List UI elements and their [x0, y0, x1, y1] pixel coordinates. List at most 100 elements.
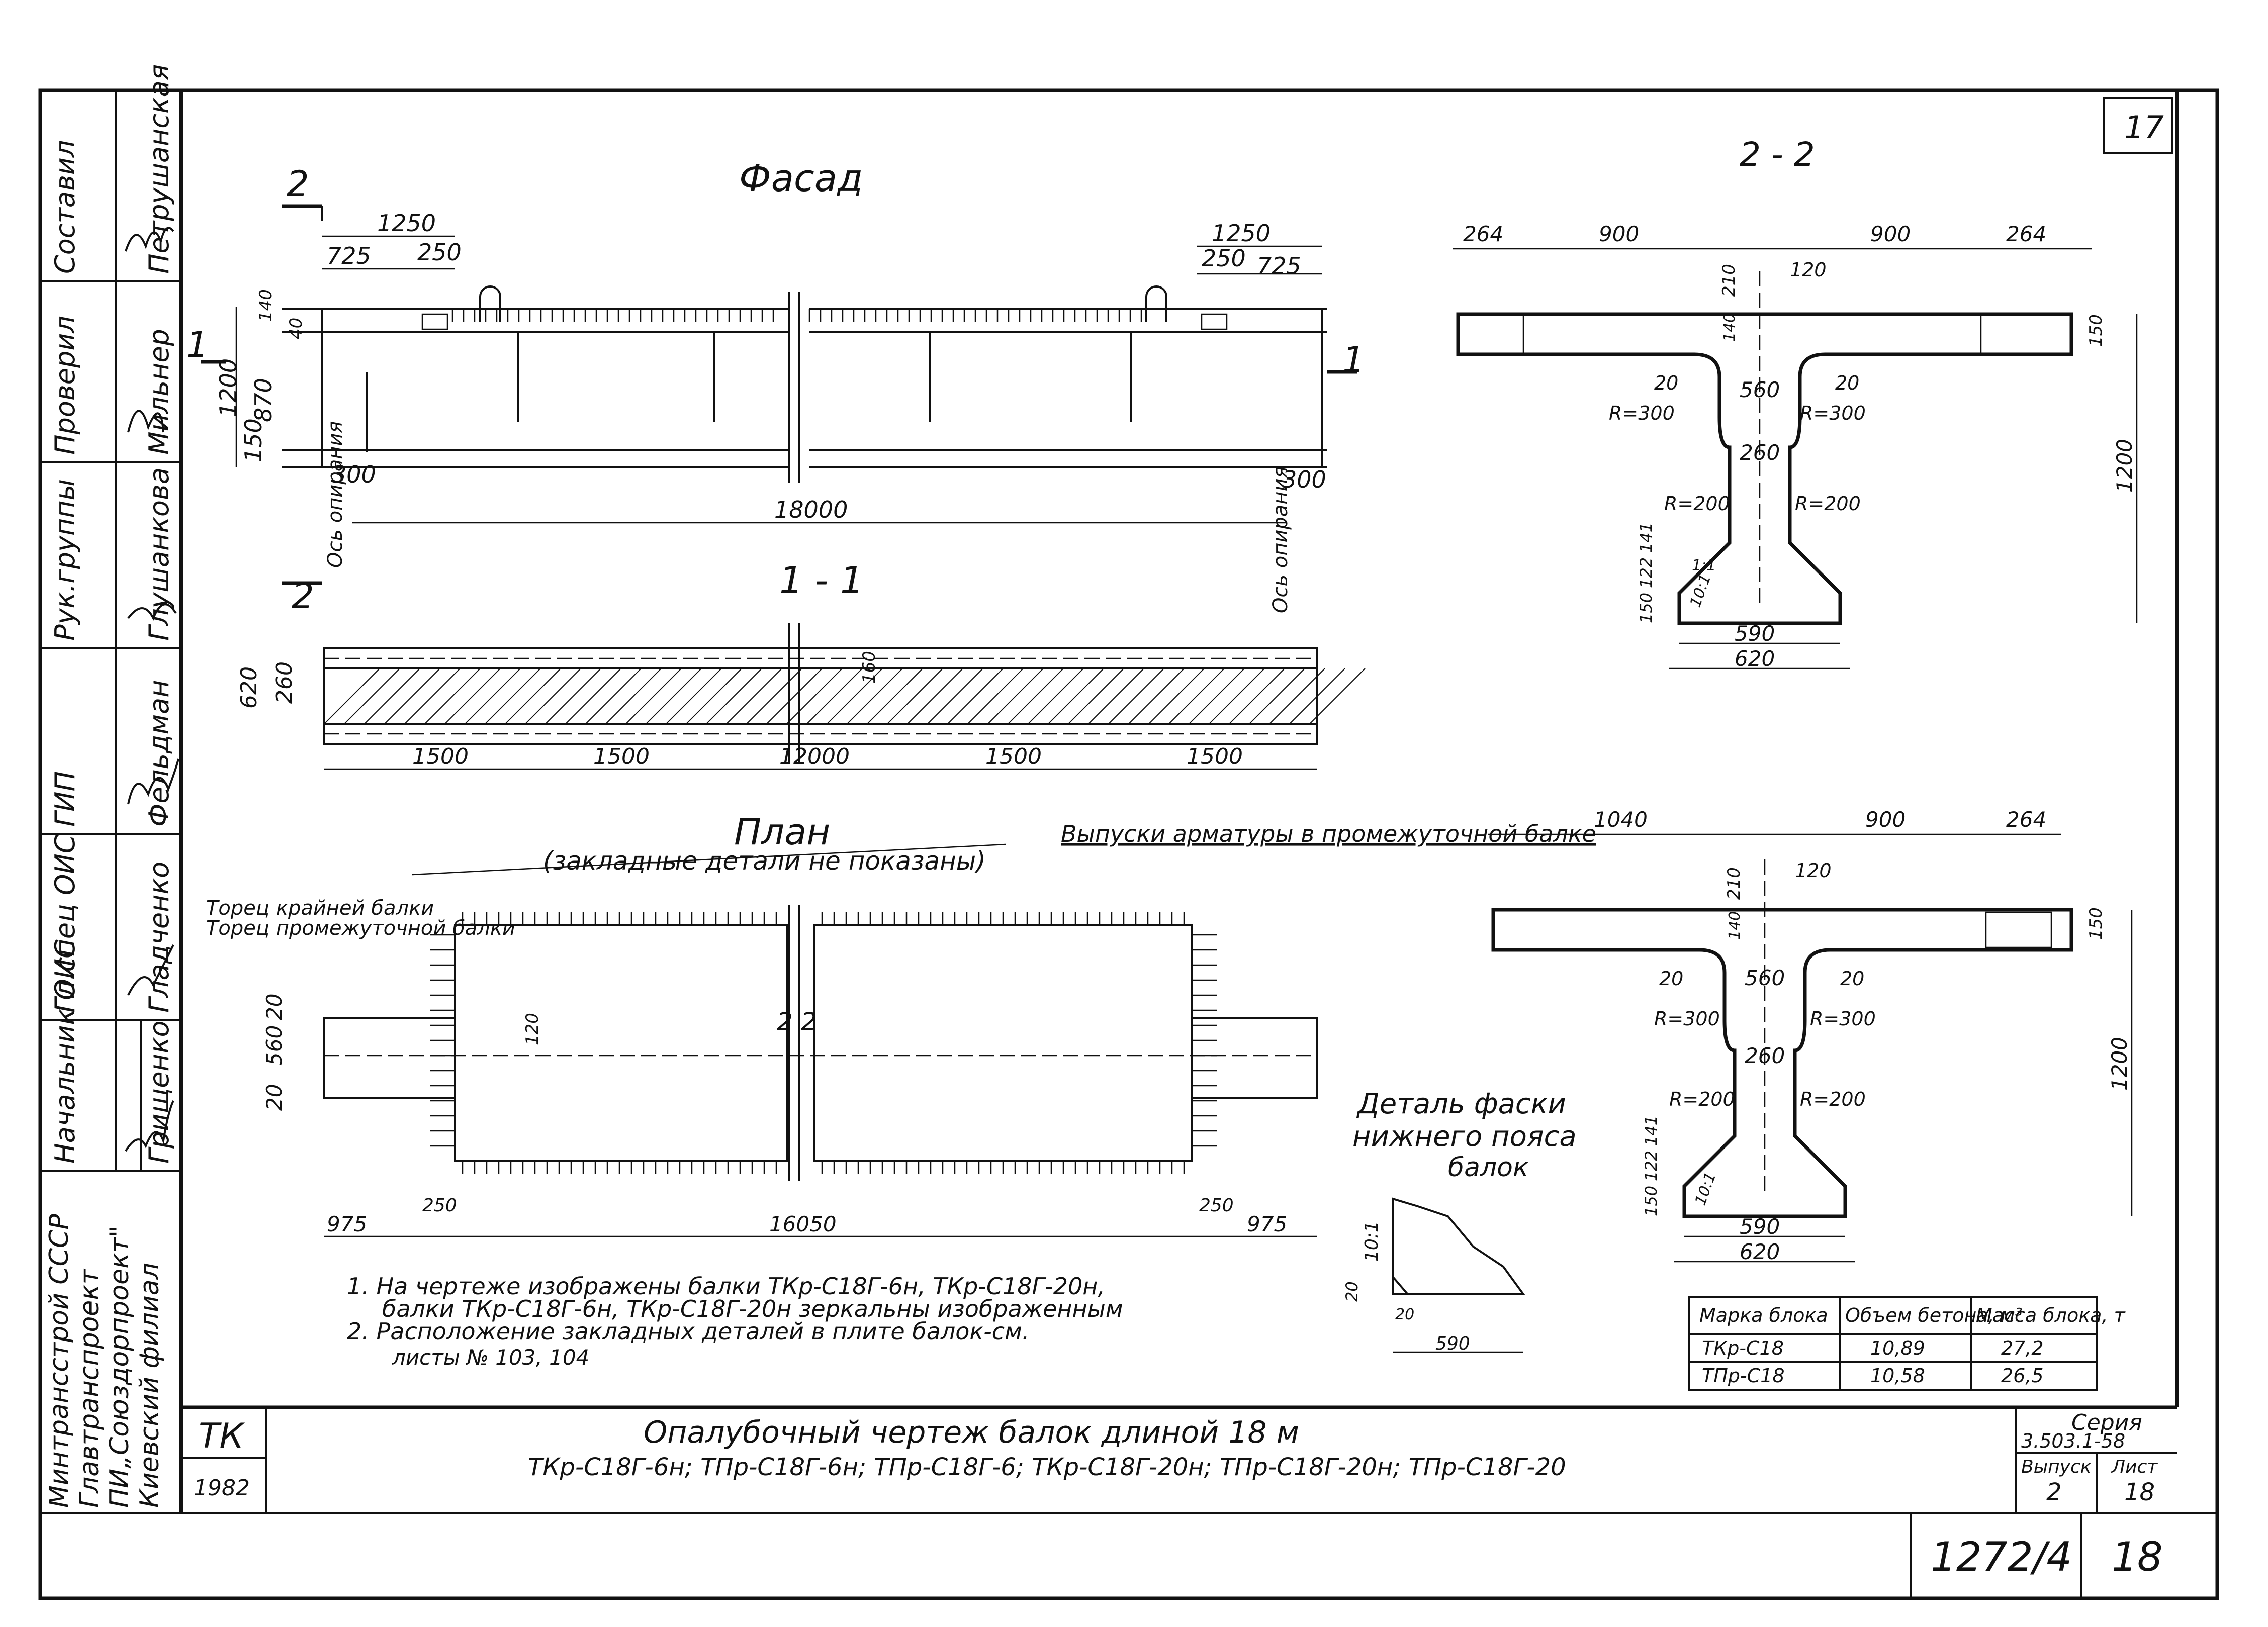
- plan-view: План (закладные детали не показаны) Выпу…: [206, 811, 1596, 1237]
- stroke: [404, 668, 461, 724]
- note-2: 2. Расположение закладных деталей в плит…: [347, 1318, 1029, 1345]
- org-1: Главтранспроект: [74, 1268, 105, 1508]
- s22-dim-20-left: 20: [1654, 372, 1678, 394]
- note-1b: балки ТКр-С18Г-6н, ТКр-С18Г-20н зеркальн…: [382, 1295, 1123, 1322]
- s22-dim-150-bottom: 150: [1637, 593, 1656, 623]
- name-3: Фельдман: [143, 680, 175, 827]
- facade-dim-250-left: 250: [417, 239, 462, 266]
- stroke: [424, 668, 481, 724]
- facade-dim-150: 150: [240, 418, 267, 462]
- stroke: [1249, 668, 1305, 724]
- stroke: [364, 668, 420, 724]
- section-11-dim-1500-a: 1500: [412, 744, 469, 770]
- plan-dim-250-right: 250: [1199, 1195, 1234, 1216]
- stroke: [867, 668, 923, 724]
- s33-r300-right: R=300: [1810, 1008, 1876, 1030]
- stroke: [384, 668, 440, 724]
- facade-dim-300-left: 300: [332, 461, 376, 488]
- s22-dim-141: 141: [1637, 522, 1656, 553]
- title-line-1: Опалубочный чертеж балок длиной 18 м: [644, 1415, 1299, 1450]
- name-1: Мильнер: [143, 329, 175, 455]
- table-header-0: Марка блока: [1699, 1304, 1828, 1326]
- s22-r300-right: R=300: [1800, 402, 1866, 424]
- s22-r300-left: R=300: [1609, 402, 1675, 424]
- corner-sheet-number: 17: [2124, 109, 2164, 146]
- stroke: [525, 668, 581, 724]
- facade-dim-300-right: 300: [1282, 466, 1326, 493]
- s33-dim-20-left: 20: [1659, 968, 1683, 990]
- stroke: [1008, 668, 1064, 724]
- detail-title-3: балок: [1448, 1153, 1529, 1183]
- s33-dim-1040: 1040: [1594, 807, 1648, 832]
- stroke: [967, 668, 1024, 724]
- plan-subtitle: (закладные детали не показаны): [543, 846, 986, 876]
- section-end-beam: 1040 900 264 210 120 140 150 20 560 20 R…: [1488, 807, 2133, 1264]
- bottom-doc-number: 1272/4: [1931, 1534, 2072, 1580]
- s33-dim-590: 590: [1740, 1214, 1780, 1239]
- role-3: ГИП: [49, 771, 81, 827]
- stroke: [706, 668, 762, 724]
- section-22-title: 2 - 2: [1740, 135, 1815, 174]
- stroke: [1048, 668, 1104, 724]
- s33-dim-620: 620: [1740, 1239, 1780, 1264]
- table-header-2: Масса блока, т: [1976, 1304, 2126, 1326]
- s22-dim-264-left: 264: [1463, 222, 1503, 246]
- plan-dim-20-b: 20: [262, 1084, 287, 1111]
- stroke: [686, 668, 742, 724]
- stroke: [907, 668, 963, 724]
- title-line-2: ТКр-С18Г-6н; ТПр-С18Г-6н; ТПр-С18Г-6; ТК…: [528, 1453, 1566, 1481]
- s22-r200-left: R=200: [1664, 493, 1730, 515]
- stroke: [1128, 668, 1185, 724]
- stroke: [444, 668, 501, 724]
- stroke: [1289, 668, 1345, 724]
- stroke: [666, 668, 722, 724]
- s22-r200-right: R=200: [1795, 493, 1861, 515]
- s22-dim-210: 210: [1719, 264, 1739, 297]
- plan-dim-20-a: 20: [262, 994, 287, 1020]
- s22-dim-140: 140: [1721, 313, 1739, 342]
- facade-view: Фасад 2 1 1: [186, 157, 1365, 613]
- s22-dim-590: 590: [1735, 621, 1775, 646]
- stroke: [625, 668, 682, 724]
- title-block: ТК 1982 Опалубочный чертеж балок длиной …: [181, 1407, 2177, 1513]
- series-value: 3.503.1-58: [2021, 1430, 2125, 1452]
- s33-dim-210: 210: [1724, 867, 1744, 900]
- chamfer-detail: Деталь фаски нижнего пояса балок 10:1 20…: [1342, 1088, 1577, 1354]
- detail-ratio: 10:1: [1362, 1221, 1382, 1262]
- s33-dim-560: 560: [1745, 966, 1785, 990]
- table-r1-c0: ТПр-С18: [1702, 1365, 1785, 1387]
- s33-dim-141: 141: [1642, 1115, 1661, 1146]
- plan-dim-16050: 16050: [769, 1212, 837, 1236]
- stroke: [1209, 668, 1265, 724]
- notes: 1. На чертеже изображены балки ТКр-С18Г-…: [347, 1273, 1123, 1370]
- stroke: [324, 668, 380, 724]
- s22-dim-260: 260: [1740, 440, 1780, 465]
- name-4: Гладченко: [143, 862, 175, 1013]
- s22-dim-122: 122: [1637, 557, 1656, 588]
- org-0: Минтрансстрой СССР: [44, 1214, 74, 1508]
- issue-value: 2: [2046, 1478, 2062, 1506]
- facade-section-mark-2: 2: [287, 163, 309, 205]
- stroke: [726, 668, 782, 724]
- org-3: Киевский филиал: [135, 1263, 165, 1508]
- detail-dim-20-a: 20: [1342, 1281, 1362, 1302]
- issue-label: Выпуск: [2021, 1457, 2092, 1477]
- plan-dim-975-left: 975: [327, 1212, 367, 1236]
- table-r0-c2: 27,2: [2001, 1337, 2044, 1359]
- stroke: [1068, 668, 1124, 724]
- section-11-dim-1500-d: 1500: [1187, 744, 1243, 770]
- facade-dim-140: 140: [256, 289, 276, 322]
- tk-label: ТК: [199, 1416, 245, 1456]
- facade-axis-left: Ось опирания: [324, 421, 347, 568]
- stroke: [646, 668, 702, 724]
- stroke: [927, 668, 983, 724]
- note-1: 1. На чертеже изображены балки ТКр-С18Г-…: [347, 1273, 1105, 1300]
- series-label: Серия: [2071, 1410, 2142, 1435]
- stroke: [585, 668, 642, 724]
- facade-dim-250-right: 250: [1202, 245, 1246, 272]
- table-r1-c1: 10,58: [1870, 1365, 1925, 1387]
- stroke: [1108, 668, 1164, 724]
- s22-dim-620: 620: [1735, 646, 1775, 671]
- stroke: [605, 668, 662, 724]
- section-11-dim-160: 160: [859, 651, 879, 684]
